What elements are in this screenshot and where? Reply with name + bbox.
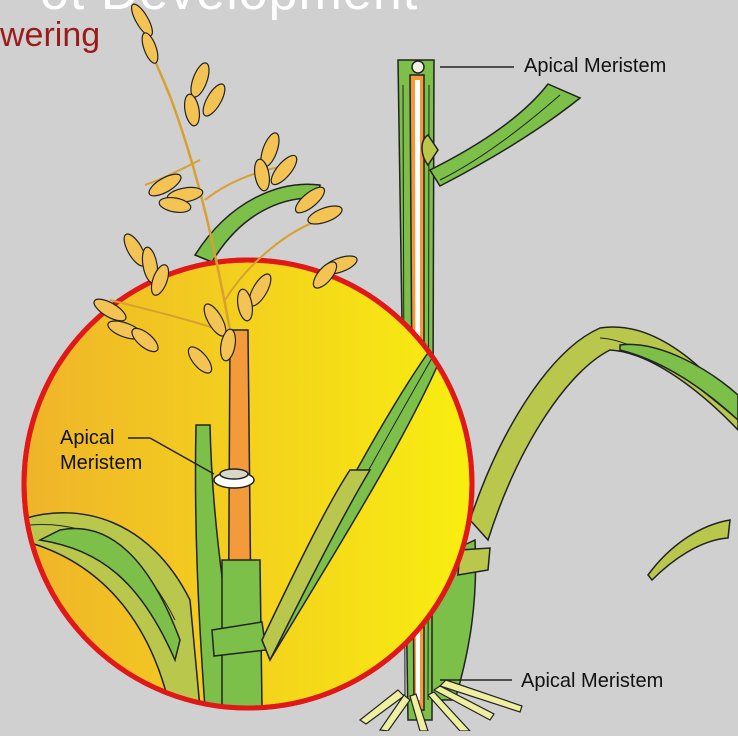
apical-meristem-bottom-label: Apical Meristem bbox=[521, 669, 663, 694]
inset-label-line1: Apical bbox=[60, 426, 142, 451]
page-subtitle: wering bbox=[0, 16, 100, 55]
inset-magnifier bbox=[20, 260, 472, 708]
apical-meristem-top-label: Apical Meristem bbox=[524, 54, 666, 79]
roots bbox=[360, 680, 522, 731]
middle-leaf bbox=[470, 327, 738, 540]
apical-meristem-inset-label: Apical Meristem bbox=[60, 426, 142, 476]
inset-label-line2: Meristem bbox=[60, 451, 142, 476]
upper-leaf bbox=[422, 84, 580, 186]
